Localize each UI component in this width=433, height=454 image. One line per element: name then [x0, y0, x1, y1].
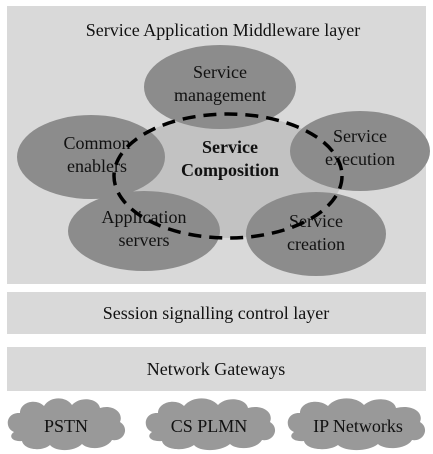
- pstn-label: PSTN: [44, 416, 88, 436]
- session-layer-label: Session signalling control layer: [103, 303, 329, 323]
- service-composition-line1: Service: [202, 137, 258, 157]
- service-management-node: [144, 45, 296, 129]
- pstn-cloud: PSTN: [7, 398, 126, 451]
- ip-networks-cloud: IP Networks: [287, 398, 426, 451]
- middleware-layer-title: Service Application Middleware layer: [86, 20, 360, 40]
- session-layer-panel: [7, 292, 426, 334]
- gateway-layer-label: Network Gateways: [147, 359, 285, 379]
- service-composition-line2: Composition: [181, 160, 279, 180]
- service-creation-line2: creation: [287, 234, 345, 254]
- common-enablers-line2: enablers: [67, 156, 127, 176]
- application-servers-node: [68, 191, 220, 271]
- service-creation-node: [246, 192, 386, 276]
- common-enablers-node: [17, 115, 165, 199]
- cs-plmn-cloud: CS PLMN: [145, 398, 276, 451]
- application-servers-line2: servers: [119, 230, 170, 250]
- service-creation-line1: Service: [289, 211, 343, 231]
- service-management-line2: management: [174, 85, 266, 105]
- common-enablers-line1: Common: [63, 133, 130, 153]
- ip-networks-label: IP Networks: [313, 416, 403, 436]
- service-execution-line1: Service: [333, 126, 387, 146]
- service-composition-boundary: [112, 112, 344, 240]
- application-servers-line1: Application: [102, 207, 187, 227]
- service-execution-node: [290, 111, 430, 191]
- gateway-layer-panel: [7, 347, 426, 391]
- cs-plmn-label: CS PLMN: [171, 416, 248, 436]
- service-execution-line2: execution: [325, 149, 395, 169]
- service-management-line1: Service: [193, 62, 247, 82]
